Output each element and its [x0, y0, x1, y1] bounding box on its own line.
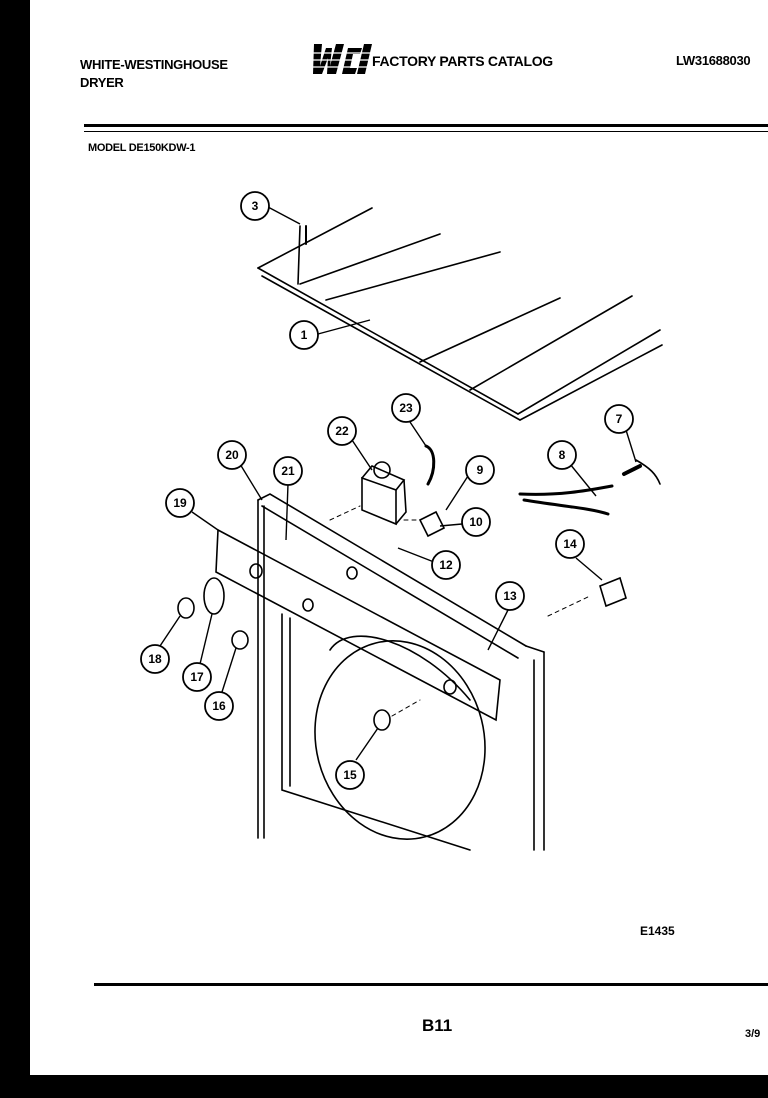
top-panel	[257, 207, 663, 421]
product-type: DRYER	[80, 75, 124, 90]
catalog-title: FACTORY PARTS CATALOG	[372, 53, 553, 69]
footer-rule	[94, 983, 768, 986]
front-panel	[257, 493, 545, 851]
callout-10: 10	[469, 515, 483, 529]
callout-1: 1	[301, 328, 308, 342]
callout-9: 9	[477, 463, 484, 477]
header-rule	[84, 124, 768, 127]
callout-14: 14	[563, 537, 577, 551]
callout-3: 3	[252, 199, 259, 213]
callout-7: 7	[616, 412, 623, 426]
callout-17: 17	[190, 670, 204, 684]
wci-logo	[310, 44, 372, 74]
brand-name: WHITE-WESTINGHOUSE	[80, 57, 228, 72]
diagram-code: E1435	[640, 924, 675, 938]
callout-20: 20	[225, 448, 239, 462]
callout-12: 12	[439, 558, 453, 572]
model-number: MODEL DE150KDW-1	[88, 142, 196, 154]
scan-edge-bottom	[0, 1075, 768, 1098]
page-number: B11	[422, 1016, 453, 1035]
callout-16: 16	[212, 699, 226, 713]
callout-19: 19	[173, 496, 187, 510]
timer	[361, 461, 407, 526]
callout-22: 22	[335, 424, 349, 438]
header-rule-thin	[84, 131, 768, 132]
callout-13: 13	[503, 589, 517, 603]
callout-circles	[140, 191, 634, 790]
catalog-number: LW31688030	[676, 53, 751, 68]
control-panel	[215, 528, 501, 722]
callout-23: 23	[399, 401, 413, 415]
callout-8: 8	[559, 448, 566, 462]
date-code: 3/9	[745, 1028, 761, 1040]
callout-15: 15	[343, 768, 357, 782]
scan-edge-left	[0, 0, 30, 1098]
callout-18: 18	[148, 652, 162, 666]
callout-21: 21	[281, 464, 295, 478]
